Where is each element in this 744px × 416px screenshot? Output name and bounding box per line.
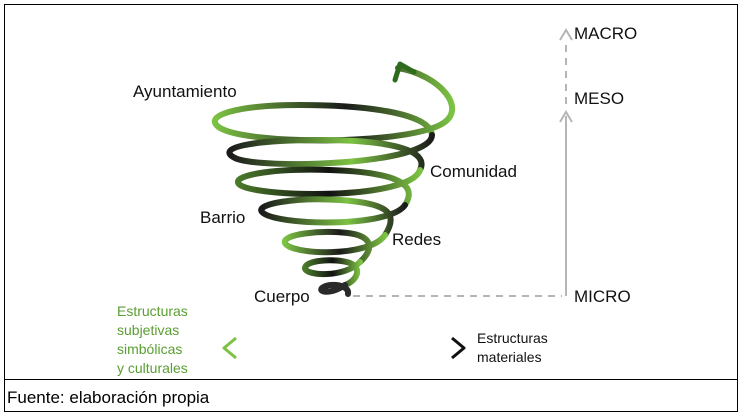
- spiral-ring-3: [235, 166, 423, 208]
- macro-arrowhead: [559, 28, 573, 41]
- caption-frame: Fuente: elaboración propia: [4, 379, 738, 412]
- left-label-line-1: Estructuras: [117, 303, 188, 319]
- spiral-ring-2: [226, 132, 435, 173]
- label-meso: MESO: [574, 89, 624, 108]
- left-label-line-3: simbólicas: [117, 341, 182, 357]
- right-label-line-1: Estructuras: [477, 330, 548, 346]
- label-redes: Redes: [392, 230, 441, 249]
- label-comunidad: Comunidad: [430, 162, 517, 181]
- label-ayuntamiento: Ayuntamiento: [133, 82, 237, 101]
- figure-caption: Fuente: elaboración propia: [7, 388, 210, 407]
- structures-axis-left-arrowhead: [222, 336, 237, 360]
- label-micro: MICRO: [574, 287, 631, 306]
- right-label-line-2: materiales: [477, 349, 542, 365]
- left-label-line-4: y culturales: [117, 360, 188, 376]
- label-cuerpo: Cuerpo: [254, 287, 310, 306]
- figure-frame: [4, 4, 738, 380]
- left-label-line-2: subjetivas: [117, 322, 179, 338]
- label-barrio: Barrio: [200, 208, 245, 227]
- spiral-ring-6: [301, 257, 363, 288]
- meso-arrowhead: [559, 110, 573, 123]
- spiral-arrowhead: [392, 61, 417, 83]
- spiral-ring-1: [211, 65, 455, 144]
- structures-axis-right-arrowhead: [451, 336, 466, 360]
- spiral: [211, 61, 455, 297]
- spiral-ring-4: [258, 196, 408, 238]
- spiral-ring-5: [282, 229, 388, 265]
- spiral-ring-7: [318, 281, 351, 297]
- label-macro: MACRO: [574, 24, 637, 43]
